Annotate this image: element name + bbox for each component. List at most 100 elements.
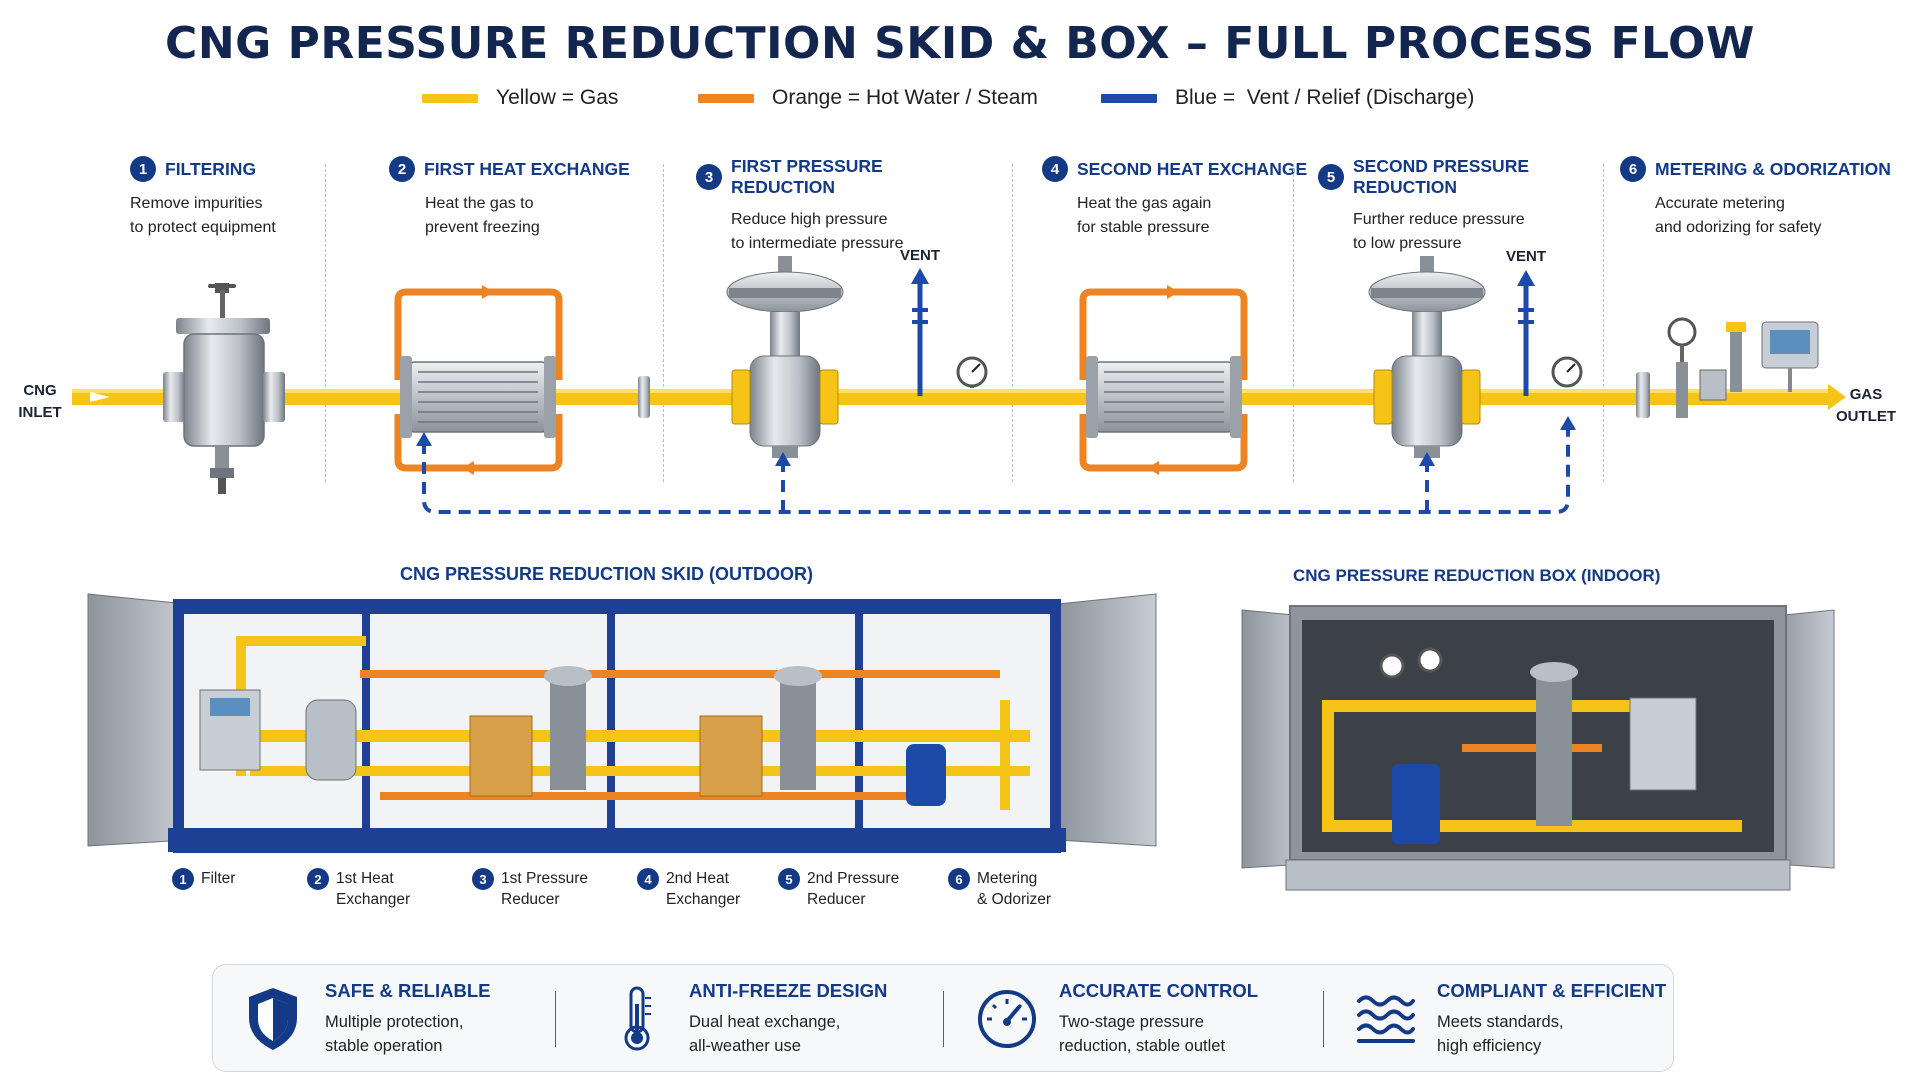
step-divider: [1603, 164, 1604, 482]
cng-inlet-label-line2: INLET: [18, 404, 62, 421]
feature-title: COMPLIANT & EFFICIENT: [1437, 980, 1667, 1001]
feature-safe-reliable: SAFE & RELIABLE Multiple protection, stab…: [241, 965, 490, 1073]
gas-outlet-label-line1: GAS: [1849, 386, 1883, 403]
step-description: Heat the gas to prevent freezing: [425, 195, 540, 236]
feature-title: ACCURATE CONTROL: [1059, 980, 1259, 1001]
shield-icon: [241, 983, 305, 1055]
step-first-heat-exchange: 2 FIRST HEAT EXCHANGE Heat the gas to pre…: [389, 156, 659, 240]
legend-gas: Yellow = Gas: [422, 86, 618, 110]
skid-label-filter: 1 Filter: [172, 868, 235, 890]
step-number-badge: 2: [389, 156, 415, 182]
main-gas-pipe: [72, 384, 1846, 410]
step-divider: [663, 164, 664, 482]
step-divider: [325, 164, 326, 482]
step-title: FIRST PRESSURE REDUCTION: [731, 156, 883, 197]
pipe-flange: [638, 376, 650, 418]
legend-vent-label: Blue = Vent / Relief (Discharge): [1175, 86, 1475, 109]
skid-title: CNG PRESSURE REDUCTION SKID (OUTDOOR): [400, 564, 814, 584]
step-number-badge: 5: [1318, 164, 1344, 190]
gauge-icon: [975, 983, 1039, 1055]
pressure-gauge-1: [956, 356, 988, 388]
color-legend: Yellow = Gas Orange = Hot Water / Steam …: [0, 86, 1920, 116]
skid-label-line2: Exchanger: [666, 891, 741, 908]
feature-compliant-efficient: COMPLIANT & EFFICIENT Meets standards, hi…: [1353, 965, 1666, 1073]
relief-discharge-line: [416, 416, 1576, 514]
step-divider: [1012, 164, 1013, 482]
step-description: Reduce high pressure to intermediate pre…: [731, 211, 904, 252]
feature-description: Meets standards, high efficiency: [1437, 1013, 1564, 1055]
feature-anti-freeze: ANTI-FREEZE DESIGN Dual heat exchange, al…: [605, 965, 887, 1073]
skid-label-number: 5: [778, 868, 800, 890]
skid-label-line1: Filter: [201, 870, 236, 887]
step-description: Accurate metering and odorizing for safe…: [1655, 195, 1822, 236]
step-title: FILTERING: [165, 158, 257, 179]
cng-inlet-label: CNG INLET: [8, 380, 72, 424]
step-second-pressure-reduction: 5 SECOND PRESSURE REDUCTION Further reduc…: [1318, 156, 1618, 256]
skid-label-line2: Exchanger: [336, 891, 411, 908]
step-title: SECOND HEAT EXCHANGE: [1077, 158, 1308, 179]
heat-exchanger-1: [394, 285, 563, 475]
gas-outlet-label-line2: OUTLET: [1836, 408, 1896, 425]
pressure-gauge-2: [1551, 356, 1583, 388]
skid-label-line1: Metering: [977, 870, 1038, 887]
process-flow-diagram: [72, 256, 1846, 514]
legend-hot-water-label: Orange = Hot Water / Steam: [772, 86, 1038, 109]
step-number-badge: 4: [1042, 156, 1068, 182]
step-description: Further reduce pressure to low pressure: [1353, 211, 1525, 252]
feature-divider: [943, 991, 944, 1047]
legend-hot-water-swatch: [698, 93, 754, 103]
metering-odorizer-assembly: [1636, 317, 1819, 418]
step-description: Remove impurities to protect equipment: [130, 195, 276, 236]
step-title: SECOND PRESSURE REDUCTION: [1353, 156, 1530, 197]
skid-label-line1: 2nd Pressure: [807, 870, 900, 887]
skid-label-number: 1: [172, 868, 194, 890]
vent-label-1: VENT: [899, 247, 940, 264]
vent-line-1: [911, 268, 929, 396]
heat-exchanger-2: [1079, 285, 1248, 475]
feature-description: Dual heat exchange, all-weather use: [689, 1013, 841, 1055]
legend-gas-swatch: [422, 93, 478, 103]
step-number-badge: 3: [696, 164, 722, 190]
waves-icon: [1353, 983, 1417, 1055]
skid-label-line2: & Odorizer: [977, 891, 1052, 908]
step-second-heat-exchange: 4 SECOND HEAT EXCHANGE Heat the gas again…: [1042, 156, 1312, 240]
outdoor-skid: [87, 593, 1157, 853]
feature-bar: SAFE & RELIABLE Multiple protection, stab…: [212, 964, 1674, 1072]
pressure-regulator-1: [726, 256, 844, 458]
gas-outlet-label: GAS OUTLET: [1832, 384, 1900, 428]
step-title: METERING & ODORIZATION: [1655, 158, 1891, 179]
skid-label-line1: 2nd Heat: [666, 870, 729, 887]
page-title: CNG PRESSURE REDUCTION SKID & BOX – FULL…: [165, 18, 1755, 69]
vent-line-2: [1517, 270, 1535, 396]
skid-label-line1: 1st Heat: [336, 870, 394, 887]
feature-description: Multiple protection, stable operation: [325, 1013, 464, 1055]
step-number-badge: 6: [1620, 156, 1646, 182]
feature-title: SAFE & RELIABLE: [325, 980, 491, 1001]
skid-label-metering-odorizer: 6 Metering & Odorizer: [948, 868, 1051, 910]
skid-label-number: 3: [472, 868, 494, 890]
step-title: FIRST HEAT EXCHANGE: [424, 158, 630, 179]
step-divider: [1293, 164, 1294, 482]
indoor-box: [1241, 605, 1835, 891]
legend-vent: Blue = Vent / Relief (Discharge): [1101, 86, 1474, 110]
step-description: Heat the gas again for stable pressure: [1077, 195, 1212, 236]
filter-vessel: [163, 283, 285, 494]
feature-title: ANTI-FREEZE DESIGN: [689, 980, 888, 1001]
pressure-regulator-2: [1368, 256, 1486, 458]
step-first-pressure-reduction: 3 FIRST PRESSURE REDUCTION Reduce high pr…: [696, 156, 966, 256]
cng-inlet-label-line1: CNG: [23, 382, 57, 399]
step-number-badge: 1: [130, 156, 156, 182]
step-filtering: 1 FILTERING Remove impurities to protect …: [130, 156, 400, 240]
skid-label-number: 6: [948, 868, 970, 890]
legend-hot-water: Orange = Hot Water / Steam: [698, 86, 1038, 110]
skid-label-line2: Reducer: [501, 891, 560, 908]
skid-label-line2: Reducer: [807, 891, 866, 908]
box-title: CNG PRESSURE REDUCTION BOX (INDOOR): [1293, 566, 1661, 585]
feature-divider: [1323, 991, 1324, 1047]
skid-label-number: 2: [307, 868, 329, 890]
legend-gas-label: Yellow = Gas: [496, 86, 619, 109]
feature-description: Two-stage pressure reduction, stable out…: [1059, 1013, 1226, 1055]
